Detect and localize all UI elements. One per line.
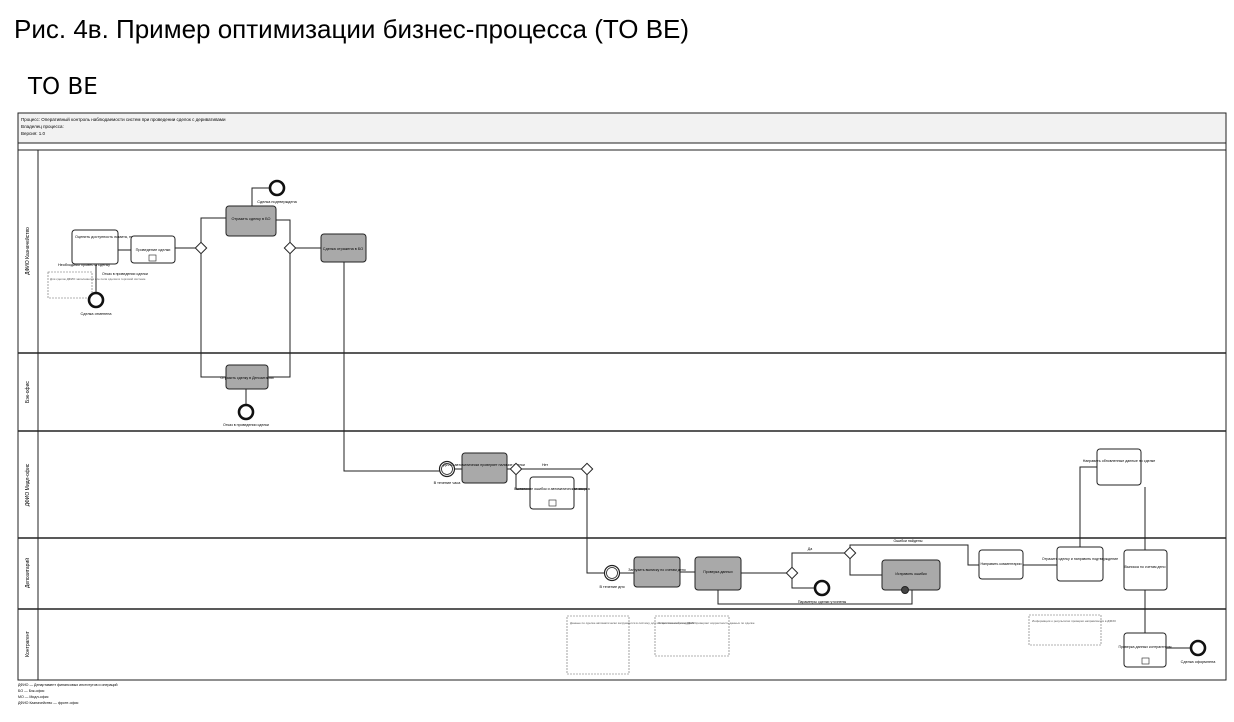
gateway-1	[194, 241, 208, 255]
flow-t4-g2	[268, 252, 291, 378]
annotation-2-box	[566, 615, 630, 675]
task-fix-errors-label: Исправить ошибки	[895, 572, 926, 576]
gateway-2	[283, 241, 297, 255]
pool-header-line-3: Версия: 1.0	[21, 131, 45, 136]
end-event-dep-label: Параметры сделки уточнены	[798, 600, 847, 604]
task-load-statement[interactable]	[633, 556, 681, 588]
footer-line-4: ДФИО Казначейство — фронт-офис	[18, 701, 79, 705]
task-fix-errors[interactable]	[881, 559, 941, 591]
task-load-statement-label: Загрузить выписку по счетам депо	[628, 568, 686, 572]
pool-header-line-2: Владелец процесса:	[21, 124, 64, 129]
task-reflected-bo-label: Сделка отражена в БО	[323, 247, 363, 251]
end-event-final	[1189, 639, 1207, 657]
end-event-final-label: Сделка оформлена	[1181, 660, 1217, 664]
flow-g6-t10	[849, 557, 882, 576]
task-send-comments[interactable]	[978, 549, 1024, 580]
task-auto-check[interactable]	[461, 452, 508, 484]
task-detect-errors[interactable]	[529, 476, 575, 510]
flow-t3-g2	[276, 219, 291, 244]
lane-label-1: ДФИО Казначейство	[24, 227, 31, 275]
flow-g5-end	[791, 577, 815, 589]
gateway-4	[580, 462, 594, 476]
end-event-bo-label: Сделка подтверждена	[257, 200, 297, 204]
task-evaluate-limit[interactable]	[71, 229, 119, 265]
timer-event-mo-label: В течение часа	[434, 481, 462, 485]
end-event-bo	[268, 179, 286, 197]
flow-g1-t4	[200, 252, 226, 378]
pool-frame	[17, 112, 1227, 681]
task-conduct-deal-label: Проведение сделки	[136, 248, 171, 252]
task-counterparty-check[interactable]	[1123, 632, 1167, 668]
task-reflect-confirm[interactable]	[1056, 546, 1104, 582]
timer-event-mo-inner	[441, 463, 453, 475]
annotation-4-box	[1028, 614, 1102, 646]
task-reflect-depository[interactable]	[225, 364, 269, 390]
flow-g4-dep	[586, 473, 604, 574]
gateway-6-label: Ошибки найдены	[894, 539, 923, 543]
task-update-data-label: Направить обновленные данные по сделке	[1083, 459, 1156, 463]
flow-t5-mo	[343, 262, 440, 472]
annotation-1: Для сделок ДФИО заполняются все поля сде…	[50, 277, 146, 281]
lane-label-3: ДФИО Мидл-офис	[25, 463, 31, 506]
figure-title: Рис. 4в. Пример оптимизации бизнес-проце…	[14, 14, 690, 44]
flow-g6-t11	[849, 544, 979, 566]
task-statement-label: Выписка по счетам депо	[1125, 565, 1166, 569]
flow-g1-t3	[200, 217, 226, 244]
timer-event-dep-label: В течение дня	[599, 585, 624, 589]
task-auto-check-label: ДФИО автоматически проверяет наличие сде…	[443, 463, 525, 467]
task-detect-errors-label: Выявление ошибок и автоматическая сверка	[514, 487, 589, 491]
sequence-flows	[72, 187, 1190, 649]
start-event-label: Необходимо провести сделку	[58, 263, 110, 267]
task-evaluate-limit-label: Оценить доступность лимита, провести сде…	[75, 235, 158, 239]
subprocess-marker-2	[548, 499, 557, 507]
end-event-dep	[813, 579, 831, 597]
cancel-note: Отказ в проведении сделки	[102, 272, 148, 276]
task-check-data[interactable]	[694, 556, 742, 591]
task-conduct-deal[interactable]	[130, 235, 176, 264]
gateway-6	[843, 546, 857, 560]
flow-t3-end	[251, 187, 270, 206]
subprocess-marker-3	[1141, 657, 1150, 665]
task-statement[interactable]	[1123, 549, 1168, 591]
task-update-data[interactable]	[1096, 448, 1142, 486]
gateway-3	[509, 462, 523, 476]
task-reflect-bo[interactable]	[225, 205, 277, 237]
lane-label-2: Бэк-офис	[25, 381, 31, 403]
lane-label-5: Контрагент	[25, 630, 31, 657]
annotation-1-box	[47, 271, 93, 299]
subprocess-marker	[148, 254, 157, 262]
flow-g3-t7	[515, 473, 530, 490]
footer-line-3: МО — Мидл-офис	[18, 695, 49, 699]
end-event-depository	[237, 403, 255, 421]
task-reflect-confirm-label: Отразить сделку и направить подтверждени…	[1042, 557, 1118, 561]
end-event-depository-label: Отказ в проведении сделки	[223, 423, 269, 427]
annotation-4: Информация о результатах проверки направ…	[1032, 619, 1117, 623]
task-send-comments-label: Направить комментарии	[980, 562, 1021, 566]
task-reflected-bo[interactable]	[320, 233, 367, 263]
error-boundary-event	[901, 586, 909, 594]
flow-g5-g6	[791, 552, 846, 569]
task-counterparty-check-label: Проверка данных контрагентом	[1118, 645, 1172, 649]
task-check-data-label: Проверка данных	[703, 570, 733, 574]
pool-header-line-1: Процесс: Оперативный контроль наблюдаемо…	[21, 116, 226, 122]
annotation-3-box	[654, 615, 730, 657]
footer-line-2: БО — Бэк-офис	[18, 689, 45, 693]
end-event-cancelled-1	[87, 291, 105, 309]
pool-subheader	[17, 142, 1227, 151]
footer-line-1: ДФИО — Департамент финансовых институтов…	[18, 683, 118, 687]
flow-t12-t13	[1079, 466, 1097, 547]
gateway-5-label: Да	[808, 547, 812, 551]
task-reflect-depository-label: Отразить сделку в Депозитарии	[220, 376, 273, 380]
gateway-5	[785, 566, 799, 580]
lane-label-4: Депозитарий	[24, 558, 31, 588]
flow-t10-back	[717, 590, 913, 605]
gateway-3-label: Нет	[542, 463, 548, 467]
figure-subtitle: TO BE	[28, 74, 98, 100]
task-reflect-bo-label: Отразить сделку в БО	[232, 217, 271, 221]
end-event-cancelled-1-label: Сделка отменена	[81, 312, 113, 316]
timer-event-dep-inner	[606, 567, 618, 579]
annotation-2: Данные по сделке автоматически загружают…	[570, 621, 696, 625]
annotation-3: Ответственный сотрудник проверяет коррек…	[658, 621, 755, 625]
